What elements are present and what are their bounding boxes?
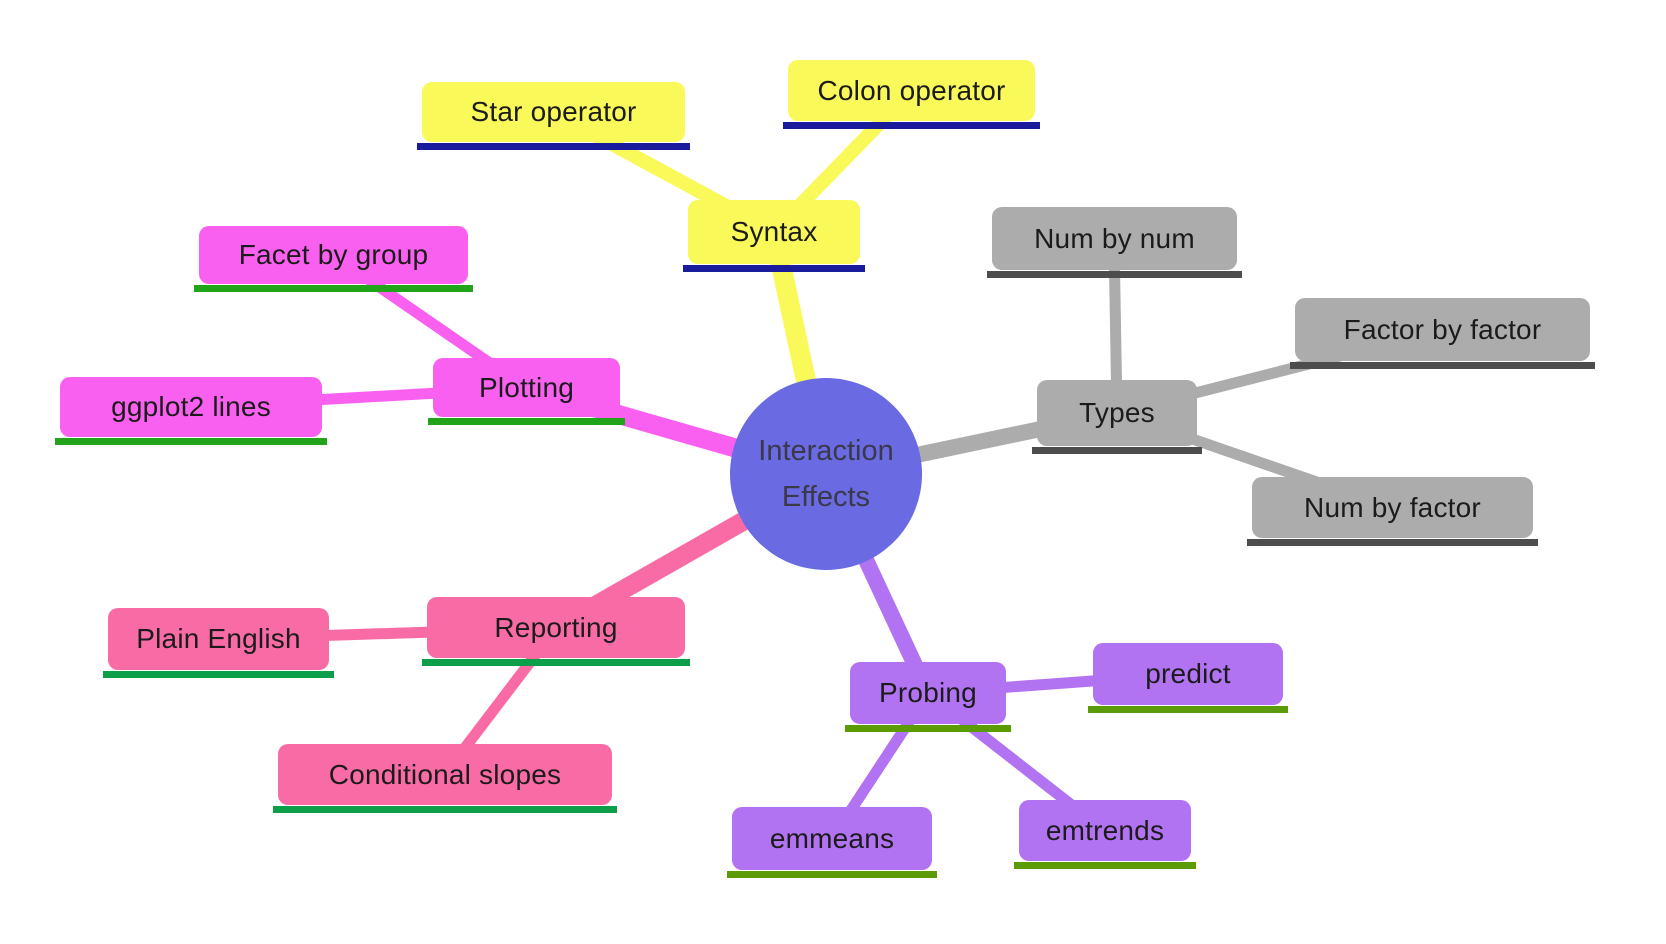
- node-emtrends[interactable]: emtrends: [1014, 800, 1196, 869]
- node-plain-english-underline: [103, 671, 334, 678]
- node-ggplot2-lines-underline: [55, 438, 327, 445]
- node-conditional-slopes-label: Conditional slopes: [328, 758, 562, 790]
- node-center-interaction-effects[interactable]: Interaction Effects: [730, 378, 922, 570]
- node-types-underline: [1032, 447, 1202, 454]
- node-syntax[interactable]: Syntax: [683, 200, 865, 272]
- node-types-label: Types: [1079, 397, 1155, 428]
- node-colon-operator-underline: [783, 122, 1040, 129]
- node-num-by-factor-underline: [1247, 539, 1538, 546]
- node-reporting-label: Reporting: [494, 611, 618, 643]
- node-predict-label: predict: [1145, 658, 1231, 689]
- node-conditional-slopes-underline: [273, 806, 617, 813]
- node-star-operator-underline: [417, 143, 690, 150]
- node-probing-underline: [845, 725, 1011, 732]
- node-emmeans[interactable]: emmeans: [727, 807, 937, 878]
- node-plain-english[interactable]: Plain English: [103, 608, 334, 678]
- node-num-by-num-underline: [987, 271, 1242, 278]
- node-num-by-factor-label: Num by factor: [1304, 491, 1481, 523]
- node-emmeans-underline: [727, 871, 937, 878]
- node-plotting[interactable]: Plotting: [428, 358, 625, 425]
- node-star-operator[interactable]: Star operator: [417, 82, 690, 150]
- node-predict-underline: [1088, 706, 1288, 713]
- node-factor-by-factor-label: Factor by factor: [1343, 313, 1542, 345]
- node-syntax-label: Syntax: [730, 216, 818, 247]
- node-emtrends-label: emtrends: [1045, 814, 1165, 846]
- node-colon-operator-label: Colon operator: [817, 74, 1006, 106]
- node-ggplot2-lines-label: ggplot2 lines: [111, 391, 271, 422]
- node-types[interactable]: Types: [1032, 380, 1202, 454]
- node-facet-by-group-underline: [194, 285, 473, 292]
- node-num-by-num[interactable]: Num by num: [987, 207, 1242, 278]
- node-plotting-label: Plotting: [479, 371, 574, 403]
- node-colon-operator[interactable]: Colon operator: [783, 60, 1040, 129]
- node-probing-label: Probing: [879, 677, 977, 708]
- node-probing[interactable]: Probing: [845, 662, 1011, 732]
- node-ggplot2-lines[interactable]: ggplot2 lines: [55, 377, 327, 445]
- node-num-by-factor[interactable]: Num by factor: [1247, 477, 1538, 546]
- node-plotting-underline: [428, 418, 625, 425]
- node-factor-by-factor-underline: [1290, 362, 1595, 369]
- node-syntax-underline: [683, 265, 865, 272]
- node-plain-english-label: Plain English: [136, 623, 301, 654]
- node-conditional-slopes[interactable]: Conditional slopes: [273, 744, 617, 813]
- node-emmeans-label: emmeans: [769, 822, 895, 854]
- node-factor-by-factor[interactable]: Factor by factor: [1290, 298, 1595, 369]
- node-facet-by-group-label: Facet by group: [238, 239, 429, 270]
- node-emtrends-underline: [1014, 862, 1196, 869]
- node-num-by-num-label: Num by num: [1034, 222, 1195, 254]
- node-facet-by-group[interactable]: Facet by group: [194, 226, 473, 292]
- node-reporting[interactable]: Reporting: [422, 597, 690, 666]
- node-star-operator-label: Star operator: [470, 96, 637, 127]
- node-predict[interactable]: predict: [1088, 643, 1288, 713]
- node-reporting-underline: [422, 659, 690, 666]
